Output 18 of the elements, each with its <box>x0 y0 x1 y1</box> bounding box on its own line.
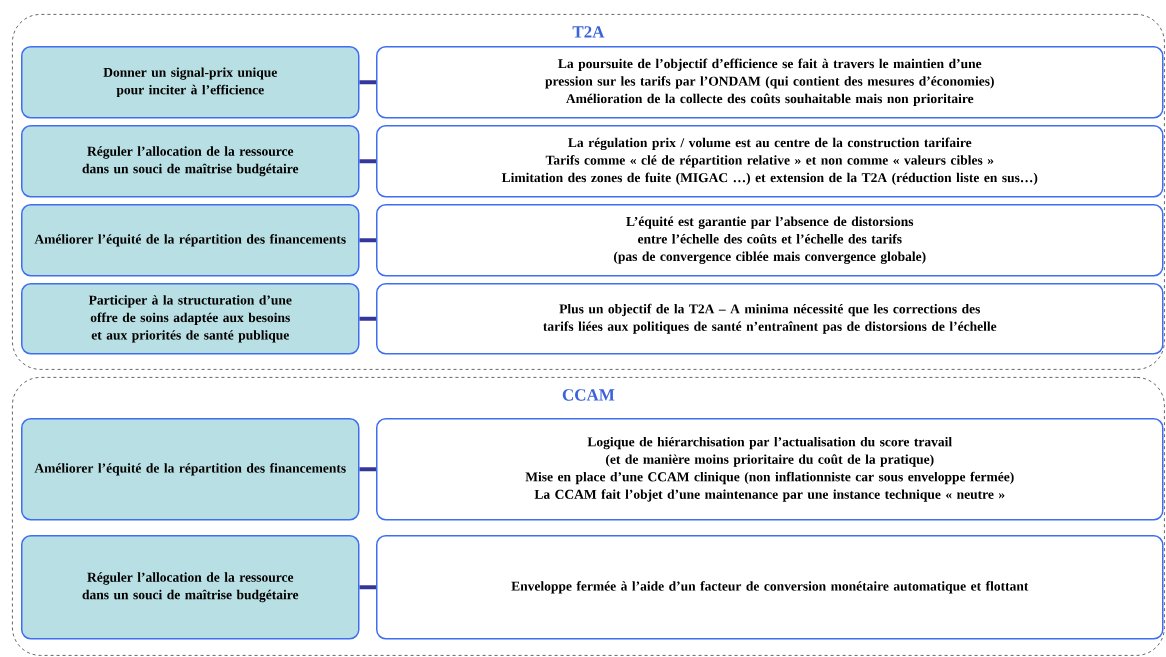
connector-line <box>359 316 376 321</box>
description-box: Logique de hiérarchisation par l’actualisation du score travail (et de manière moins prioritaire du coût de la pratique) Mise en place d’une CCAM clinique (non inflationniste car sous enveloppe fermée) La CCAM fait l’objet d’une maintenance par une instance technique « neutre » <box>376 418 1164 521</box>
description-box: L’équité est garantie par l’absence de distorsions entre l’échelle des coûts et l’échelle des tarifs (pas de convergence ciblée mais convergence globale) <box>376 204 1164 277</box>
description-box: Enveloppe fermée à l’aide d’un facteur de conversion monétaire automatique et flottant <box>376 535 1164 640</box>
objective-box: Réguler l’allocation de la ressource dans un souci de maîtrise budgétaire <box>21 535 360 640</box>
description-box: Plus un objectif de la T2A – A minima nécessité que les corrections des tarifs liées aux politiques de santé n’entraînent pas de distorsions de l’échelle <box>376 283 1164 355</box>
objective-box: Améliorer l’équité de la répartition des financements <box>21 418 360 521</box>
connector-line <box>359 80 376 85</box>
description-box: La poursuite de l’objectif d’efficience se fait à travers le maintien d’une pression sur les tarifs par l’ONDAM (qui contient des mesures d’économies) Amélioration de la collecte des coûts souhaitable mais non prioritaire <box>376 46 1164 119</box>
connector-line <box>359 159 376 164</box>
objective-box: Participer à la structuration d’une offre de soins adaptée aux besoins et aux priorités de santé publique <box>21 283 360 355</box>
connector-line <box>359 467 376 472</box>
connector-line <box>359 585 376 590</box>
objective-box: Donner un signal-prix unique pour inciter à l’efficience <box>21 46 360 119</box>
connector-line <box>359 238 376 243</box>
description-box: La régulation prix / volume est au centre de la construction tarifaire Tarifs comme « clé de répartition relative » et non comme « valeurs cibles » Limitation des zones de fuite (MIGAC …) et extension de la T2A (réduction liste en sus…) <box>376 125 1164 198</box>
objective-box: Réguler l’allocation de la ressource dans un souci de maîtrise budgétaire <box>21 125 360 198</box>
objective-box: Améliorer l’équité de la répartition des financements <box>21 204 360 277</box>
